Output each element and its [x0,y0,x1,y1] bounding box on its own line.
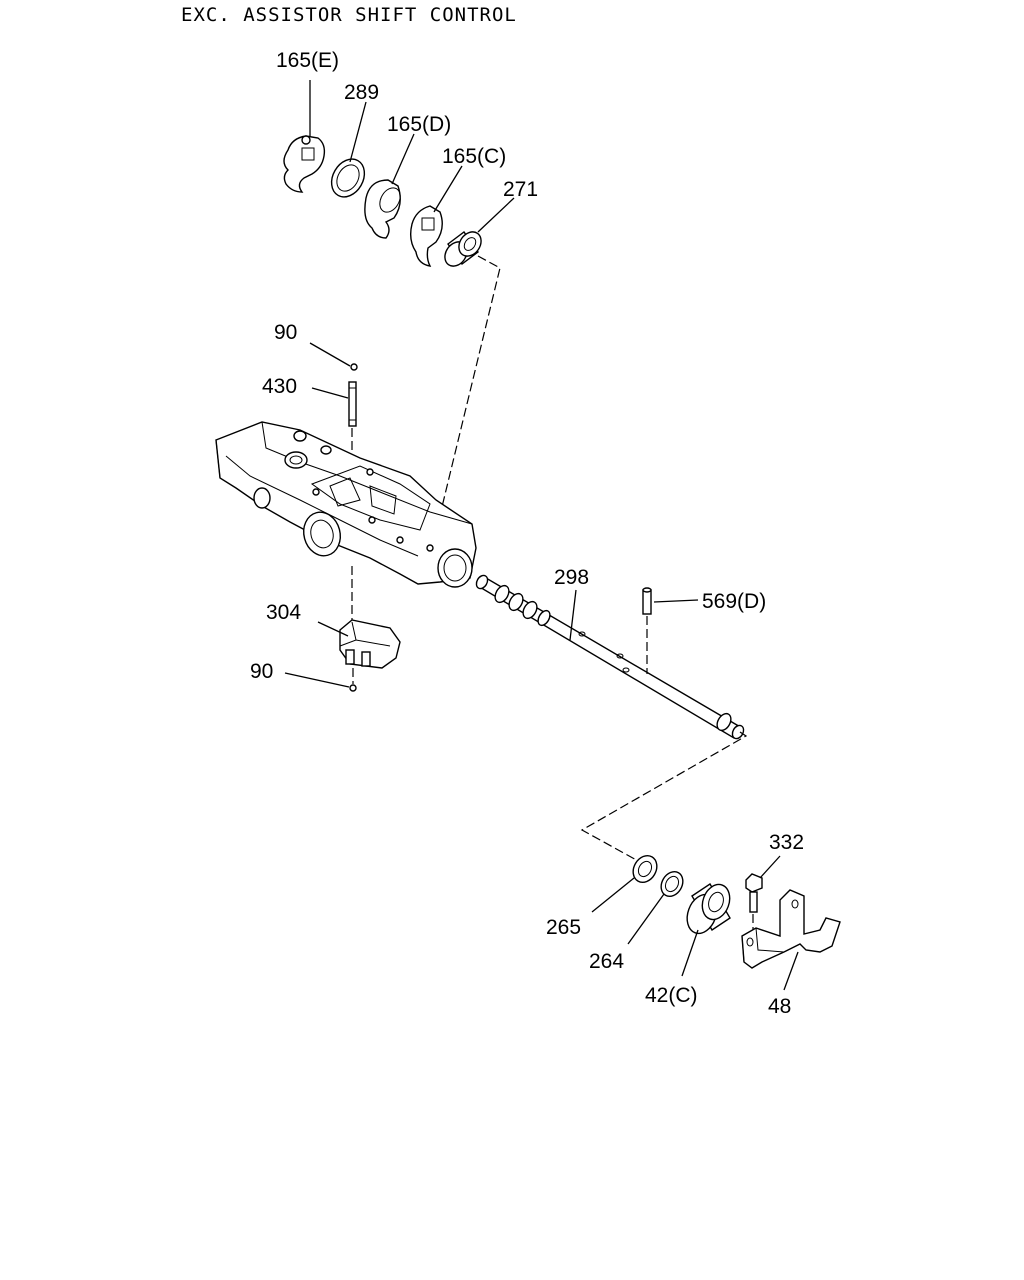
part-90-ball-top [350,363,358,371]
label-304: 304 [266,601,301,624]
part-90-ball-bottom [349,684,357,692]
label-298: 298 [554,566,589,589]
label-90-top: 90 [274,321,297,344]
part-shift-housing [215,421,477,588]
part-165d-sleeve [364,179,401,239]
part-298-shift-shaft [475,574,745,740]
label-569d: 569(D) [702,590,766,613]
label-289: 289 [344,81,379,104]
label-165c: 165(C) [442,145,506,168]
part-332-bolt [745,873,763,913]
part-42c-bushing [686,883,731,935]
part-264-seal [660,870,684,898]
label-165d: 165(D) [387,113,451,136]
diagram-title: EXC. ASSISTOR SHIFT CONTROL [181,4,517,26]
label-165e: 165(E) [276,49,339,72]
label-430: 430 [262,375,297,398]
label-264: 264 [589,950,624,973]
label-271: 271 [503,178,538,201]
part-48-bracket [741,889,841,969]
label-48: 48 [768,995,791,1018]
label-42c: 42(C) [645,984,698,1007]
part-289-ring [330,158,366,198]
part-430-pin [348,381,357,427]
part-165c-lever-plate [409,205,443,267]
part-165e-lever-plate [283,135,326,193]
part-569d-pin [642,587,652,615]
label-332: 332 [769,831,804,854]
label-90-bottom: 90 [250,660,273,683]
part-304-shift-block [339,619,401,669]
part-271-bushing [444,231,482,267]
part-265-washer [632,854,658,884]
label-265: 265 [546,916,581,939]
